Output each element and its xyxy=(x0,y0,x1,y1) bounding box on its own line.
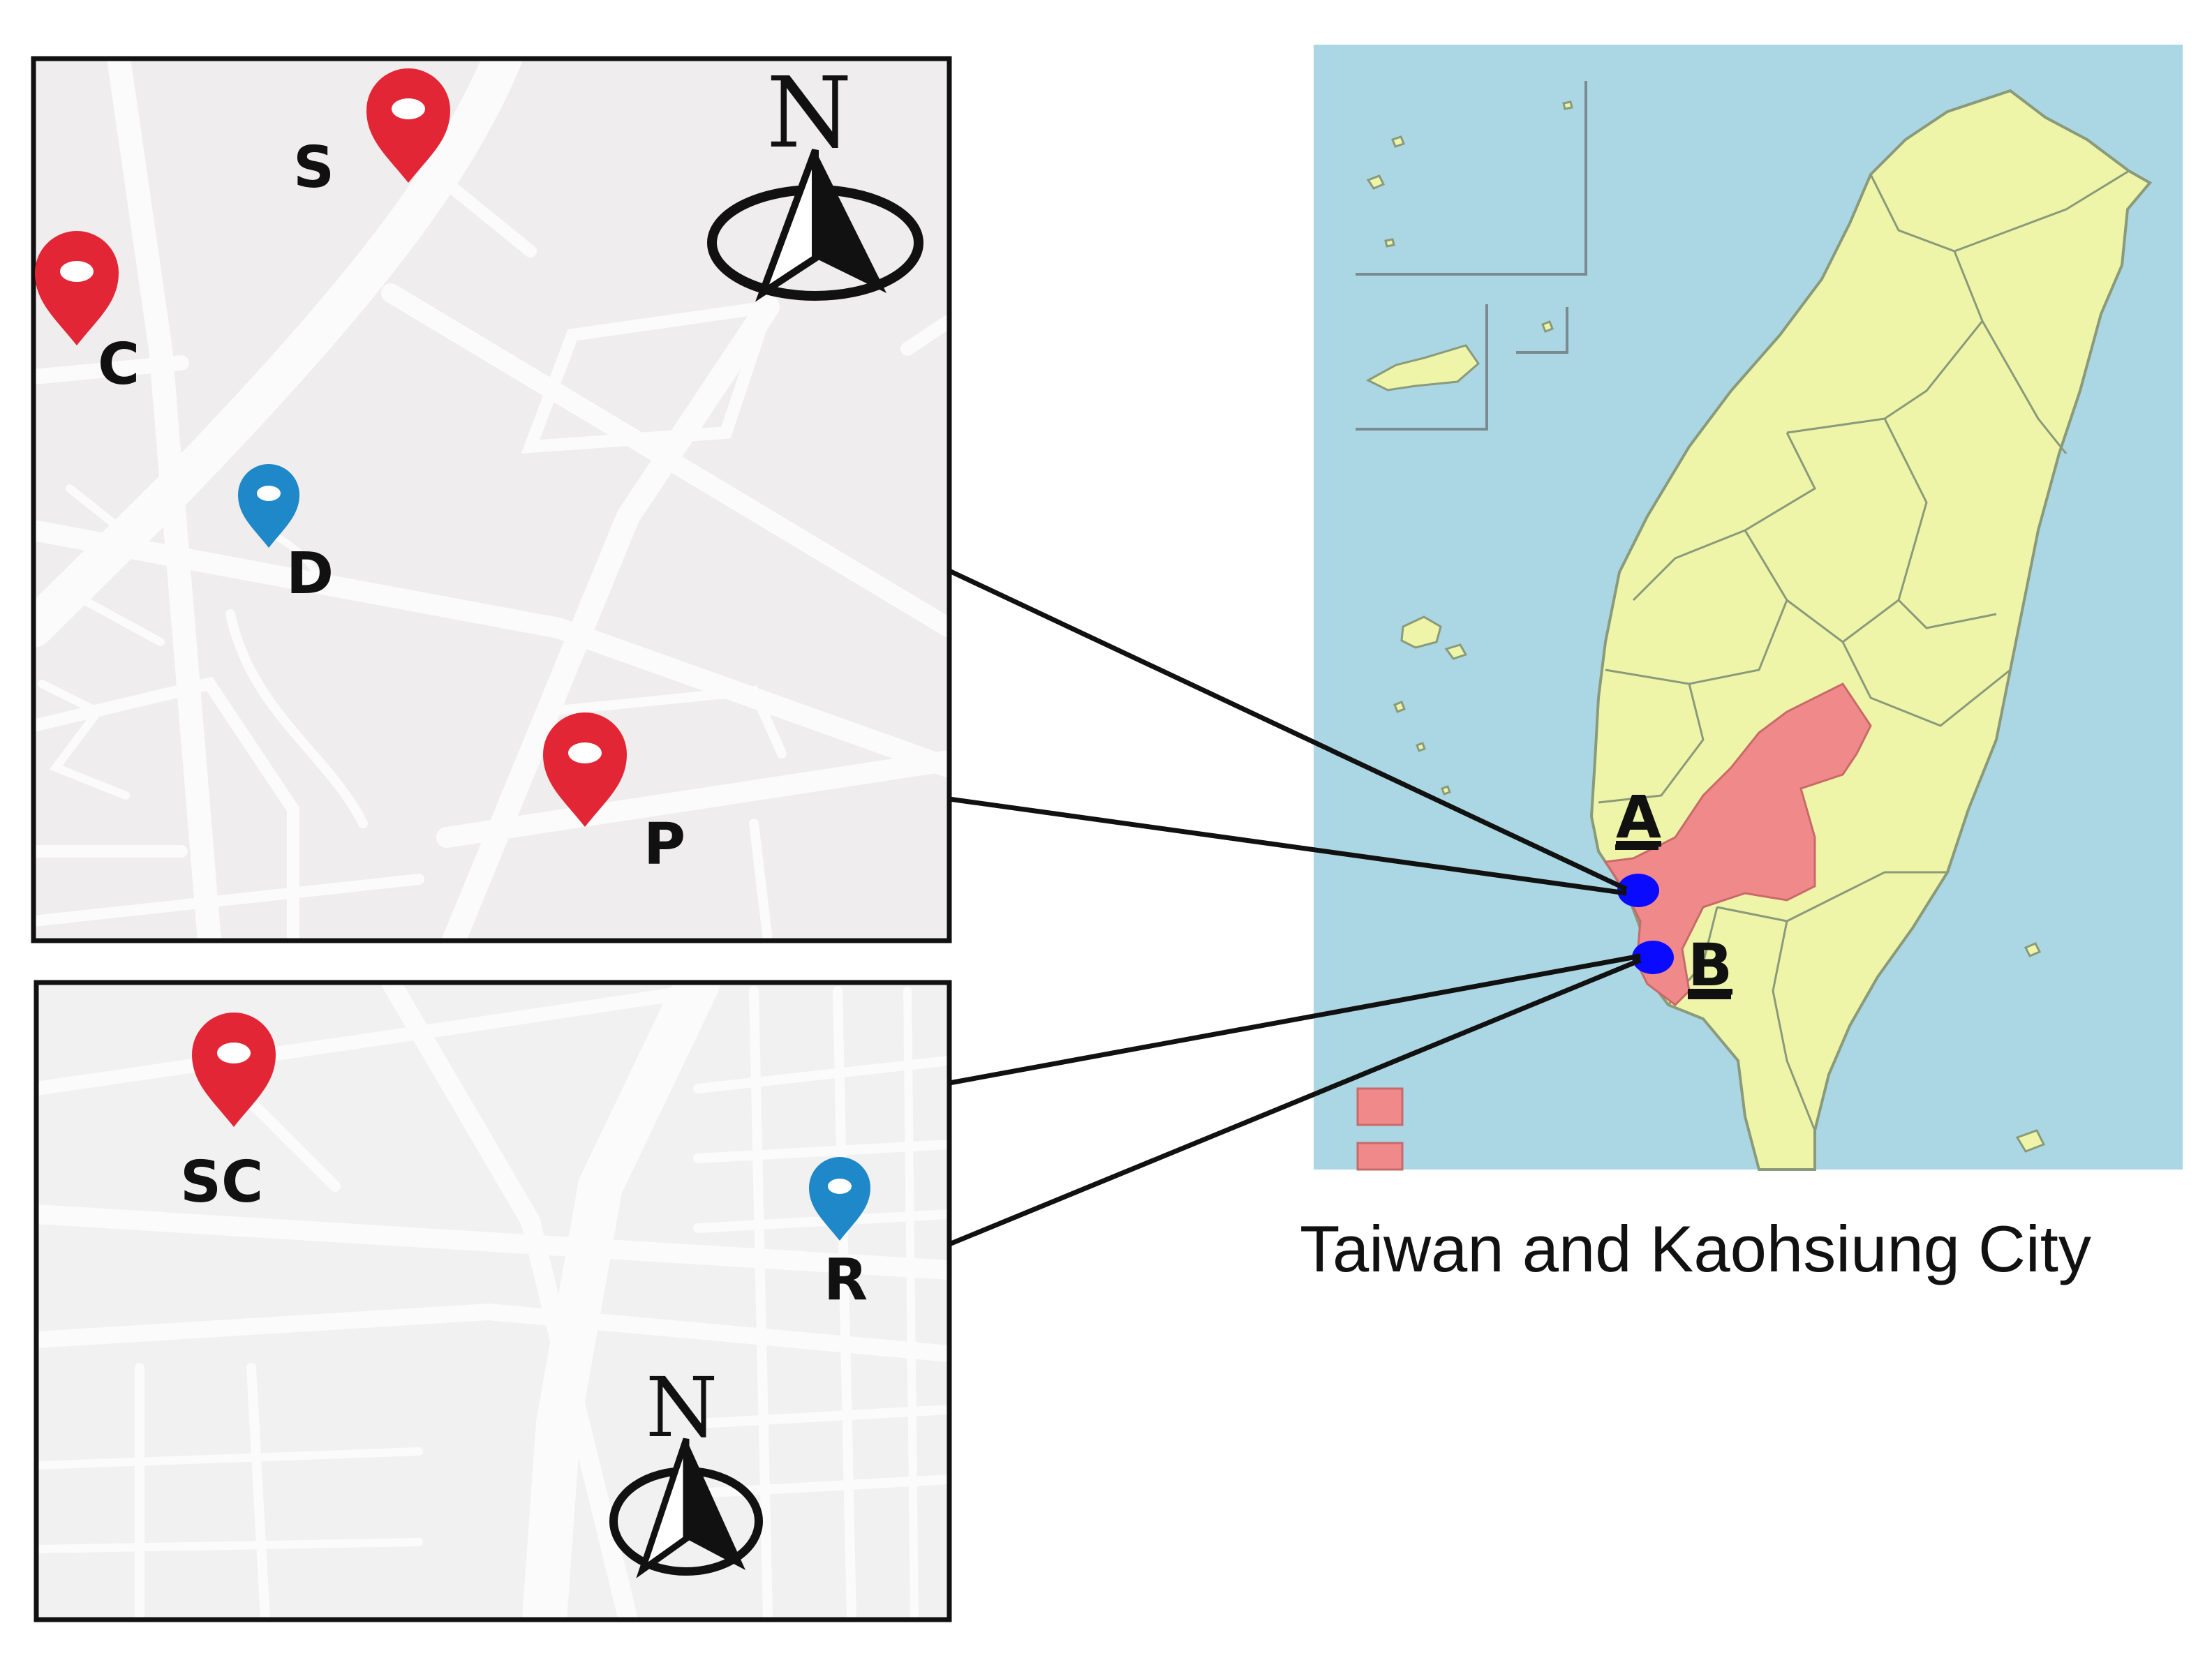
pin-label-c: C xyxy=(98,331,140,398)
map-b-frame xyxy=(34,980,952,1622)
pin-d[interactable]: D xyxy=(238,464,334,607)
north-label-b: N xyxy=(646,1359,718,1456)
north-label-a: N xyxy=(766,57,852,170)
marker-label-b: B xyxy=(1688,931,1732,999)
map-b-background xyxy=(36,983,949,1620)
pin-r[interactable]: R xyxy=(809,1157,870,1313)
map-a-frame xyxy=(31,56,952,943)
kaohsiung-city-region xyxy=(1603,682,1872,1006)
pin-label-s: S xyxy=(293,135,334,201)
location-dot-icon xyxy=(1632,941,1674,974)
pin-c[interactable]: C xyxy=(35,231,140,398)
marker-label-a-underline xyxy=(1615,844,1658,850)
pin-label-sc: SC xyxy=(180,1149,263,1216)
taiwan-island xyxy=(1589,89,2153,1171)
pin-label-r: R xyxy=(824,1247,868,1313)
connector-map-a-lower xyxy=(949,796,1627,896)
map-a-streets xyxy=(34,59,949,941)
connector-lines xyxy=(948,568,1642,1247)
marker-label-b-underline xyxy=(1688,994,1731,999)
overview-caption: Taiwan and Kaohsiung City xyxy=(1300,1212,2091,1285)
island-inset-frames xyxy=(1356,81,1587,431)
offshore-islands xyxy=(1365,100,2046,1153)
marker-b[interactable]: B xyxy=(1632,931,1732,999)
street-map-b: SC R N xyxy=(34,980,952,1622)
marker-label-a: A xyxy=(1616,783,1661,851)
connector-map-b-lower xyxy=(948,957,1642,1247)
map-b-streets xyxy=(36,983,949,1620)
pin-s[interactable]: S xyxy=(293,68,450,201)
pin-label-d: D xyxy=(286,541,334,607)
pin-p[interactable]: P xyxy=(543,712,685,878)
north-arrow-icon: N xyxy=(609,1359,763,1578)
pin-label-p: P xyxy=(644,812,685,878)
location-dot-icon xyxy=(1617,874,1659,907)
overview-map: A B xyxy=(1314,45,2183,1171)
connector-map-b-upper xyxy=(949,953,1641,1086)
street-map-a: S C D P N xyxy=(31,56,952,943)
connector-map-a-upper xyxy=(948,568,1628,892)
pin-sc[interactable]: SC xyxy=(180,1013,276,1216)
marker-a[interactable]: A xyxy=(1615,783,1661,907)
north-arrow-icon: N xyxy=(707,57,923,302)
legend-swatches xyxy=(1356,1087,1404,1171)
